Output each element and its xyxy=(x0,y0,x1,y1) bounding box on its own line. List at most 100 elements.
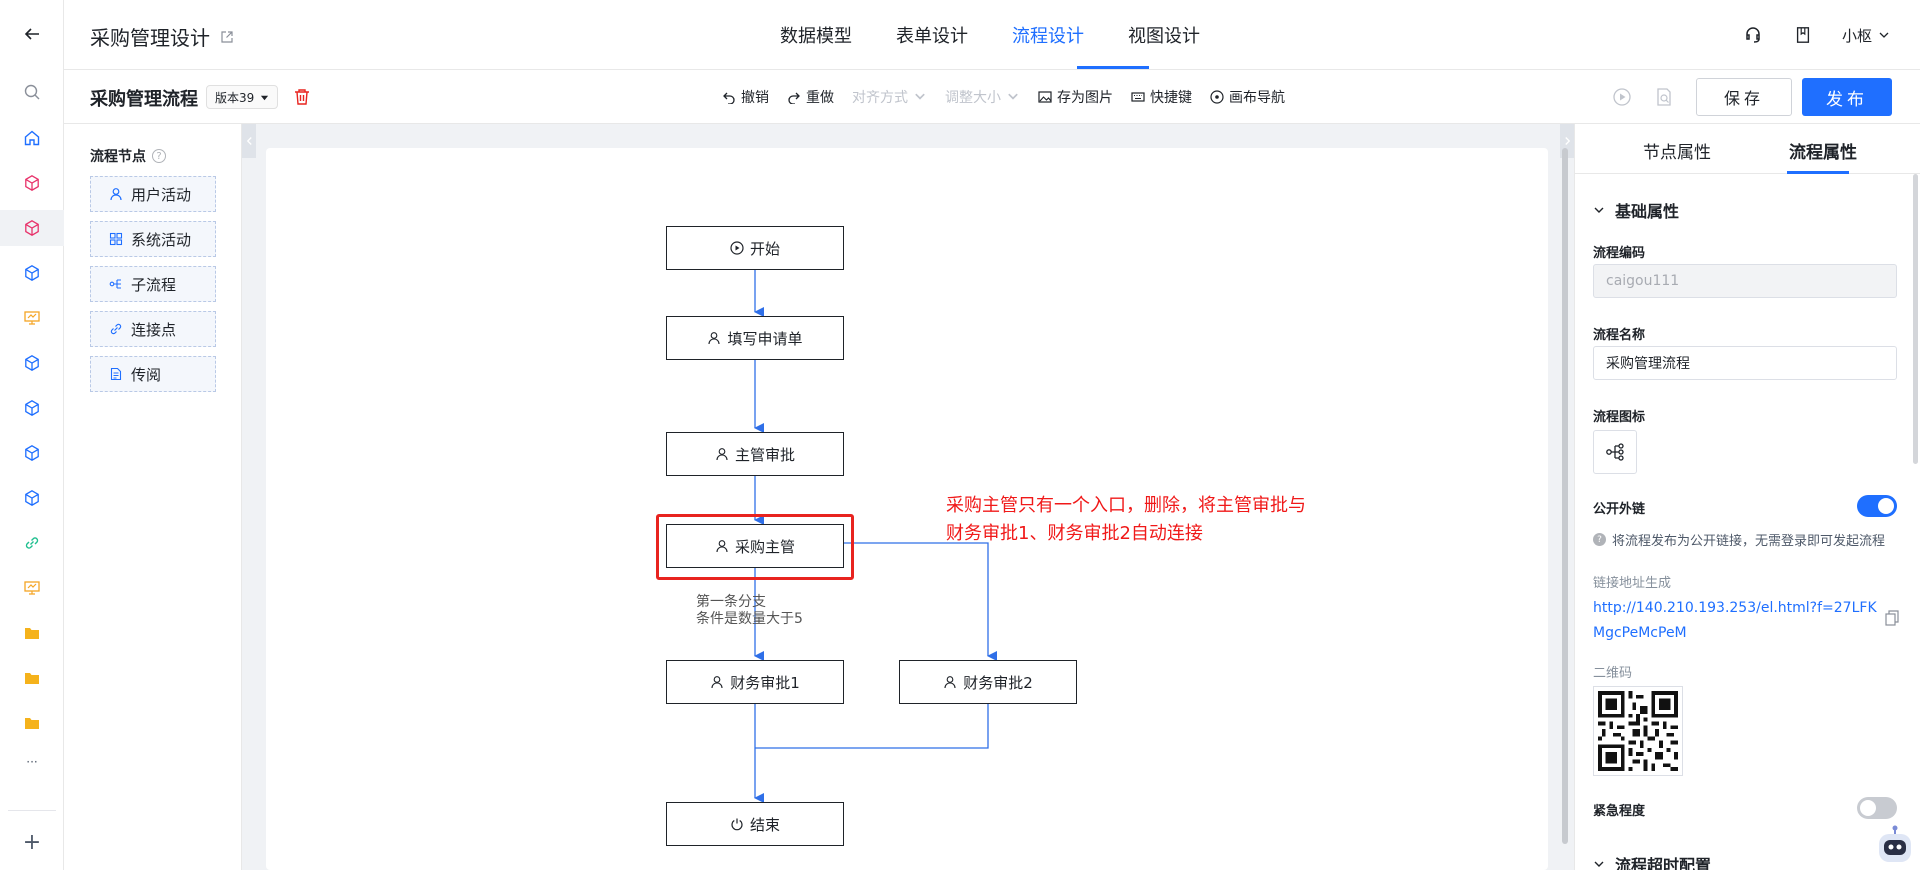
publish-button[interactable]: 发布 xyxy=(1802,78,1892,116)
user-name: 小枢 xyxy=(1841,26,1872,45)
resize-dropdown[interactable]: 调整大小 xyxy=(945,87,1020,107)
folder-icon[interactable] xyxy=(0,660,64,696)
flow-node-end[interactable]: 结束 xyxy=(666,802,844,846)
tab-form-design[interactable]: 表单设计 xyxy=(896,26,968,47)
more-icon[interactable]: ··· xyxy=(26,755,38,769)
home-icon[interactable] xyxy=(0,120,64,156)
redo-icon xyxy=(788,92,800,104)
copy-icon[interactable] xyxy=(1885,610,1899,626)
palette-item-label: 连接点 xyxy=(131,320,177,339)
palette-item-user-activity[interactable]: 用户活动 xyxy=(90,176,216,212)
chevron-down-icon xyxy=(915,93,925,100)
redo-button[interactable]: 重做 xyxy=(787,87,834,107)
urgency-toggle[interactable] xyxy=(1857,797,1897,819)
plus-icon[interactable]: + xyxy=(22,829,42,855)
chevron-down-icon xyxy=(1594,207,1604,213)
save-image-button[interactable]: 存为图片 xyxy=(1038,87,1113,107)
flow-node-purchasing-supervisor[interactable]: 采购主管 xyxy=(666,524,844,568)
search-icon[interactable] xyxy=(0,74,64,110)
flow-node-manager-approval[interactable]: 主管审批 xyxy=(666,432,844,476)
node-label: 开始 xyxy=(749,239,780,258)
shortcuts-button[interactable]: 快捷键 xyxy=(1131,87,1192,107)
flow-node-fill-form[interactable]: 填写申请单 xyxy=(666,316,844,360)
back-arrow-icon[interactable] xyxy=(0,16,64,52)
main-tabs: 数据模型 表单设计 流程设计 视图设计 xyxy=(780,0,1200,70)
properties-panel: 节点属性 流程属性 基础属性 流程编码 caigou111 流程名称 采购管理流… xyxy=(1574,124,1920,870)
chevron-down-icon xyxy=(1879,32,1889,38)
cube-icon[interactable] xyxy=(0,165,64,201)
user-menu[interactable]: 小枢 xyxy=(1842,25,1890,46)
flow-name-label: 流程名称 xyxy=(1593,328,1646,343)
chevron-down-icon xyxy=(1594,861,1604,867)
cube-icon[interactable] xyxy=(0,345,64,381)
flow-code-label: 流程编码 xyxy=(1593,246,1646,261)
cube-icon[interactable] xyxy=(0,480,64,516)
canvas-scrollbar[interactable] xyxy=(1562,148,1568,844)
branch-condition-label: 第一条分支 条件是数量大于5 xyxy=(696,594,803,628)
help-icon[interactable]: ? xyxy=(152,149,166,163)
palette-item-label: 系统活动 xyxy=(131,230,192,249)
user-icon xyxy=(716,540,728,553)
edge-finance2-to-end xyxy=(755,702,989,749)
image-icon xyxy=(1038,91,1052,103)
undo-button[interactable]: 撤销 xyxy=(722,87,769,107)
presentation-icon[interactable] xyxy=(0,300,64,336)
cube-icon[interactable] xyxy=(0,210,64,246)
chevron-right-icon xyxy=(1564,137,1570,145)
support-icon[interactable] xyxy=(1742,24,1764,46)
palette-item-subflow[interactable]: 子流程 xyxy=(90,266,216,302)
section-basic-properties[interactable]: 基础属性 xyxy=(1593,198,1679,222)
flow-canvas[interactable]: 开始 填写申请单 主管审批 采购主管 第一条分支 条件是数量大于5 财务审批1 … xyxy=(266,148,1548,870)
assistant-bot-icon[interactable] xyxy=(1873,824,1917,868)
collapse-left-handle[interactable] xyxy=(242,124,256,158)
cube-icon[interactable] xyxy=(0,390,64,426)
trash-icon[interactable] xyxy=(294,88,310,106)
tab-view-design[interactable]: 视图设计 xyxy=(1128,26,1200,47)
palette-item-system-activity[interactable]: 系统活动 xyxy=(90,221,216,257)
node-label: 结束 xyxy=(749,815,780,834)
tab-flow-properties[interactable]: 流程属性 xyxy=(1789,143,1857,163)
external-link-icon[interactable] xyxy=(220,30,234,44)
palette-item-connector[interactable]: 连接点 xyxy=(90,311,216,347)
folder-icon[interactable] xyxy=(0,615,64,651)
cube-icon[interactable] xyxy=(0,255,64,291)
annotation-line2: 财务审批1、财务审批2自动连接 xyxy=(946,523,1203,544)
resize-label: 调整大小 xyxy=(945,90,1001,106)
chevron-left-icon xyxy=(246,137,252,145)
section-timeout-config[interactable]: 流程超时配置 xyxy=(1593,852,1711,870)
palette-item-label: 传阅 xyxy=(131,365,162,384)
public-link-url[interactable]: http://140.210.193.253/el.html?f=27LFKMg… xyxy=(1593,600,1877,641)
flow-node-finance-approval-1[interactable]: 财务审批1 xyxy=(666,660,844,704)
presentation-icon[interactable] xyxy=(0,570,64,606)
node-label: 采购主管 xyxy=(734,537,795,556)
public-link-toggle[interactable] xyxy=(1857,495,1897,517)
book-icon[interactable] xyxy=(1792,24,1814,46)
version-select[interactable]: 版本39 xyxy=(206,85,279,109)
flow-node-finance-approval-2[interactable]: 财务审批2 xyxy=(899,660,1077,704)
palette-item-circulate[interactable]: 传阅 xyxy=(90,356,216,392)
flow-icon-picker[interactable] xyxy=(1593,430,1637,474)
top-right-actions: 小枢 xyxy=(1742,0,1890,70)
folder-icon[interactable] xyxy=(0,705,64,741)
save-button[interactable]: 保存 xyxy=(1696,78,1792,116)
canvas-nav-label: 画布导航 xyxy=(1229,90,1285,106)
flow-node-start[interactable]: 开始 xyxy=(666,226,844,270)
preview-icon[interactable] xyxy=(1612,87,1632,107)
document-search-icon[interactable] xyxy=(1654,87,1674,107)
properties-scrollbar[interactable] xyxy=(1913,174,1918,464)
shortcuts-label: 快捷键 xyxy=(1150,90,1192,106)
tab-node-properties[interactable]: 节点属性 xyxy=(1643,143,1711,163)
public-link-label: 公开外链 xyxy=(1593,502,1646,517)
tab-data-model[interactable]: 数据模型 xyxy=(780,26,852,47)
link-icon[interactable] xyxy=(0,525,64,561)
canvas-nav-button[interactable]: 画布导航 xyxy=(1210,87,1285,107)
user-icon xyxy=(944,676,956,689)
flow-tree-icon xyxy=(1606,443,1624,461)
tab-flow-design[interactable]: 流程设计 xyxy=(1012,26,1084,47)
version-label: 版本39 xyxy=(215,90,255,105)
cube-icon[interactable] xyxy=(0,435,64,471)
align-dropdown[interactable]: 对齐方式 xyxy=(852,87,927,107)
canvas-area: 开始 填写申请单 主管审批 采购主管 第一条分支 条件是数量大于5 财务审批1 … xyxy=(242,124,1574,870)
public-link-hint-text: 将流程发布为公开链接，无需登录即可发起流程 xyxy=(1612,534,1886,549)
flow-name-field[interactable]: 采购管理流程 xyxy=(1593,346,1897,380)
